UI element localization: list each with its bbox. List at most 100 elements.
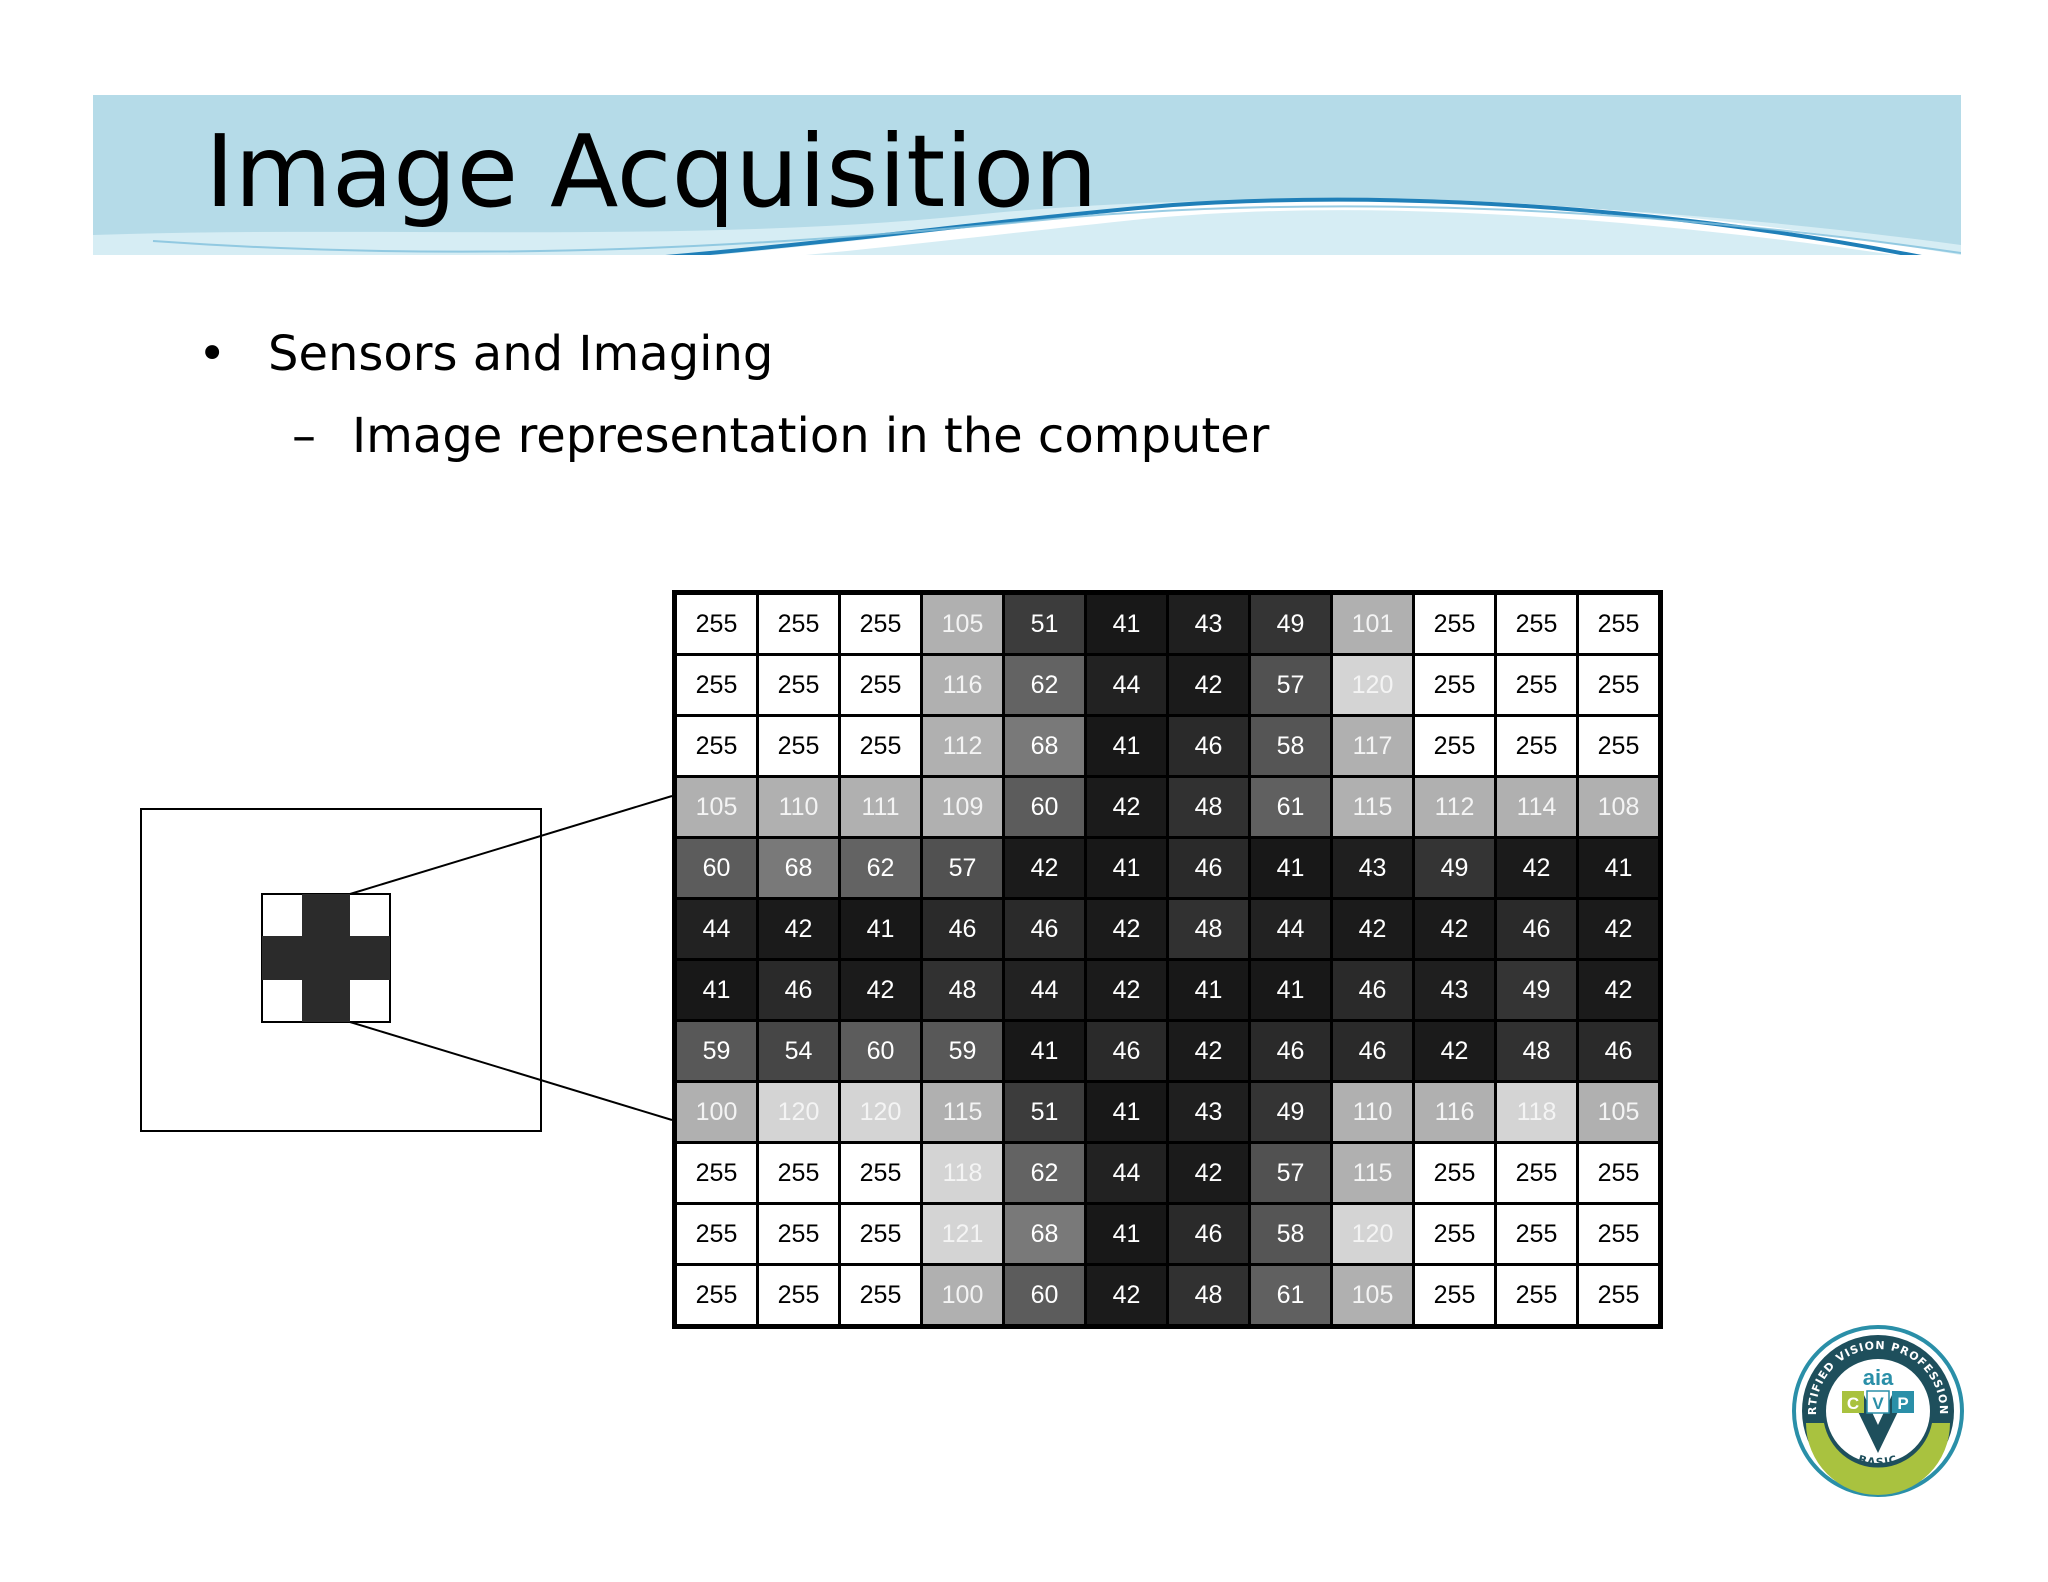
pixel-cell: 44 bbox=[1087, 656, 1166, 714]
pixel-cell: 57 bbox=[1251, 656, 1330, 714]
pixel-cell: 120 bbox=[1333, 656, 1412, 714]
pixel-cell: 41 bbox=[1005, 1022, 1084, 1080]
sub-bullet-text: Image representation in the computer bbox=[352, 408, 1270, 464]
pixel-cell: 46 bbox=[759, 961, 838, 1019]
pixel-cell: 118 bbox=[923, 1144, 1002, 1202]
svg-text:P: P bbox=[1897, 1394, 1908, 1413]
pixel-cell: 255 bbox=[1415, 1266, 1494, 1324]
pixel-cell: 57 bbox=[923, 839, 1002, 897]
pixel-cell: 255 bbox=[759, 1205, 838, 1263]
pixel-cell: 255 bbox=[1415, 1144, 1494, 1202]
pixel-cell: 43 bbox=[1169, 1083, 1248, 1141]
thumbnail-frame bbox=[140, 808, 542, 1132]
pixel-cell: 46 bbox=[1169, 839, 1248, 897]
pixel-cell: 121 bbox=[923, 1205, 1002, 1263]
pixel-cell: 255 bbox=[841, 656, 920, 714]
pixel-cell: 255 bbox=[759, 1266, 838, 1324]
pixel-cell: 255 bbox=[677, 1205, 756, 1263]
pixel-cell: 255 bbox=[1579, 1205, 1658, 1263]
pixel-cell: 43 bbox=[1169, 595, 1248, 653]
pixel-cell: 42 bbox=[1497, 839, 1576, 897]
pixel-cell: 60 bbox=[841, 1022, 920, 1080]
pixel-cell: 48 bbox=[923, 961, 1002, 1019]
pixel-cell: 48 bbox=[1169, 1266, 1248, 1324]
pixel-cell: 255 bbox=[759, 656, 838, 714]
pixel-cell: 44 bbox=[1087, 1144, 1166, 1202]
pixel-cell: 255 bbox=[759, 595, 838, 653]
svg-text:aia: aia bbox=[1863, 1365, 1894, 1390]
pixel-cell: 120 bbox=[841, 1083, 920, 1141]
pixel-cell: 115 bbox=[1333, 1144, 1412, 1202]
pixel-cell: 42 bbox=[1087, 900, 1166, 958]
pixel-cell: 42 bbox=[841, 961, 920, 1019]
pixel-cell: 46 bbox=[1169, 1205, 1248, 1263]
pixel-cell: 62 bbox=[1005, 656, 1084, 714]
pixel-cell: 255 bbox=[677, 717, 756, 775]
pixel-cell: 42 bbox=[1169, 656, 1248, 714]
pixel-cell: 117 bbox=[1333, 717, 1412, 775]
pixel-cell: 68 bbox=[759, 839, 838, 897]
pixel-cell: 44 bbox=[677, 900, 756, 958]
svg-text:BASIC: BASIC bbox=[1857, 1453, 1900, 1469]
pixel-cell: 105 bbox=[1333, 1266, 1412, 1324]
pixel-cell: 112 bbox=[1415, 778, 1494, 836]
pixel-cell: 62 bbox=[1005, 1144, 1084, 1202]
pixel-cell: 255 bbox=[677, 595, 756, 653]
pixel-cell: 120 bbox=[1333, 1205, 1412, 1263]
pixel-cell: 42 bbox=[1415, 900, 1494, 958]
pixel-cell: 60 bbox=[1005, 778, 1084, 836]
aia-cvp-basic-logo: CERTIFIED VISION PROFESSIONAL BASIC aia … bbox=[1792, 1325, 1964, 1497]
title-banner bbox=[93, 95, 1961, 255]
pixel-cell: 44 bbox=[1251, 900, 1330, 958]
pixel-cell: 100 bbox=[923, 1266, 1002, 1324]
svg-text:V: V bbox=[1872, 1394, 1884, 1413]
pixel-cell: 255 bbox=[1415, 1205, 1494, 1263]
pixel-cell: 51 bbox=[1005, 595, 1084, 653]
pixel-cell: 255 bbox=[1415, 656, 1494, 714]
pixel-cell: 42 bbox=[1579, 961, 1658, 1019]
pixel-cell: 59 bbox=[677, 1022, 756, 1080]
pixel-cell: 255 bbox=[1497, 1144, 1576, 1202]
pixel-cell: 61 bbox=[1251, 778, 1330, 836]
pixel-cell: 118 bbox=[1497, 1083, 1576, 1141]
pixel-cell: 68 bbox=[1005, 717, 1084, 775]
pixel-cell: 49 bbox=[1251, 1083, 1330, 1141]
pixel-cell: 46 bbox=[923, 900, 1002, 958]
pixel-cell: 255 bbox=[1497, 1266, 1576, 1324]
pixel-cell: 42 bbox=[1087, 1266, 1166, 1324]
pixel-cell: 255 bbox=[1497, 717, 1576, 775]
pixel-cell: 41 bbox=[1087, 1083, 1166, 1141]
pixel-cell: 111 bbox=[841, 778, 920, 836]
pixel-cell: 43 bbox=[1415, 961, 1494, 1019]
pixel-cell: 120 bbox=[759, 1083, 838, 1141]
pixel-cell: 59 bbox=[923, 1022, 1002, 1080]
pixel-cell: 255 bbox=[1579, 717, 1658, 775]
pixel-cell: 54 bbox=[759, 1022, 838, 1080]
pixel-cell: 100 bbox=[677, 1083, 756, 1141]
pixel-cell: 255 bbox=[1579, 656, 1658, 714]
pixel-cell: 116 bbox=[1415, 1083, 1494, 1141]
pixel-cell: 46 bbox=[1251, 1022, 1330, 1080]
pixel-cell: 41 bbox=[1087, 595, 1166, 653]
pixel-cell: 61 bbox=[1251, 1266, 1330, 1324]
pixel-cell: 48 bbox=[1169, 778, 1248, 836]
pixel-cell: 46 bbox=[1333, 961, 1412, 1019]
pixel-cell: 255 bbox=[1415, 717, 1494, 775]
pixel-cell: 44 bbox=[1005, 961, 1084, 1019]
bullet-text: Sensors and Imaging bbox=[268, 326, 774, 382]
pixel-cell: 41 bbox=[1087, 717, 1166, 775]
pixel-cell: 255 bbox=[677, 1144, 756, 1202]
pixel-cell: 255 bbox=[841, 1205, 920, 1263]
pixel-cell: 58 bbox=[1251, 717, 1330, 775]
pixel-cell: 41 bbox=[1087, 1205, 1166, 1263]
pixel-cell: 42 bbox=[1579, 900, 1658, 958]
pixel-cell: 105 bbox=[677, 778, 756, 836]
pixel-cell: 60 bbox=[677, 839, 756, 897]
pixel-cell: 68 bbox=[1005, 1205, 1084, 1263]
sub-bullet-marker: – bbox=[292, 408, 316, 464]
pixel-cell: 110 bbox=[1333, 1083, 1412, 1141]
pixel-cell: 115 bbox=[1333, 778, 1412, 836]
pixel-cell: 60 bbox=[1005, 1266, 1084, 1324]
